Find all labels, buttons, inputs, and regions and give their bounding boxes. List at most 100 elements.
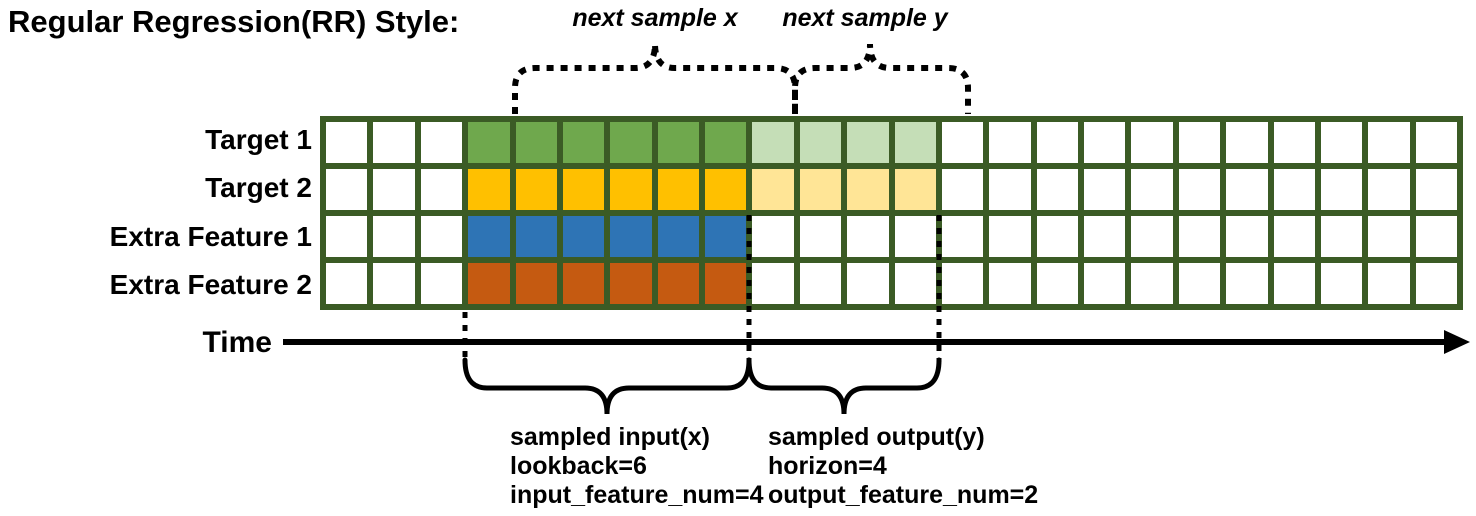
grid-cell [1084, 263, 1126, 304]
grid-cell [1273, 263, 1315, 304]
grid-cell [799, 216, 842, 257]
grid-cell [515, 122, 557, 163]
grid-cell [941, 169, 984, 210]
grid-cell [1273, 169, 1315, 210]
next-sample-x-label: next sample x [572, 4, 738, 32]
grid-cell [1178, 169, 1221, 210]
grid-cell [1178, 216, 1221, 257]
grid-cell [1131, 216, 1173, 257]
grid-cell [752, 169, 794, 210]
grid-cell [989, 169, 1031, 210]
grid-cell [610, 263, 652, 304]
sampled-output-title: sampled output(y) [768, 423, 985, 451]
grid-cell [610, 216, 652, 257]
grid-cell [1084, 169, 1126, 210]
grid-cell [1036, 169, 1078, 210]
time-arrow-head [1444, 330, 1470, 354]
grid-cell [1226, 263, 1268, 304]
grid-cell [420, 122, 463, 163]
grid-cell [894, 122, 936, 163]
grid-cell [657, 169, 699, 210]
grid-cell [847, 122, 889, 163]
grid-cell [326, 263, 368, 304]
grid-cell [373, 263, 415, 304]
grid-cell [562, 216, 605, 257]
grid-cell [468, 169, 510, 210]
grid-cell [373, 216, 415, 257]
grid-cell [799, 122, 842, 163]
grid-cell [989, 263, 1031, 304]
grid-cell [420, 216, 463, 257]
grid-cell [1036, 263, 1078, 304]
grid-cell [1368, 216, 1410, 257]
grid-cell [562, 169, 605, 210]
grid-cell [847, 169, 889, 210]
sampled-input-annotation: sampled input(x) lookback=6 input_featur… [510, 423, 764, 510]
grid-cell [847, 216, 889, 257]
grid-cell [468, 216, 510, 257]
grid-cell [1368, 263, 1410, 304]
next-sample-y-brace [792, 43, 971, 114]
grid-cell [752, 216, 794, 257]
input-feature-num-value: input_feature_num=4 [510, 481, 764, 509]
grid-cell [1320, 216, 1363, 257]
grid-cell [847, 263, 889, 304]
grid-cell [1036, 122, 1078, 163]
grid-cell [1226, 216, 1268, 257]
sampled-output-annotation: sampled output(y) horizon=4 output_featu… [768, 423, 1038, 510]
output-underbrace [746, 357, 942, 415]
next-sample-y-label: next sample y [782, 4, 948, 32]
lookback-value: lookback=6 [510, 452, 647, 480]
grid-cell [1320, 263, 1363, 304]
next-sample-x-brace [512, 43, 798, 114]
row-label-target-2: Target 2 [205, 172, 312, 203]
grid-cell [1368, 122, 1410, 163]
grid-cell [515, 263, 557, 304]
output-feature-num-value: output_feature_num=2 [768, 481, 1039, 509]
grid-cell [941, 122, 984, 163]
grid-cell [562, 263, 605, 304]
grid-cell [1320, 122, 1363, 163]
grid-cell [657, 263, 699, 304]
grid-cell [894, 216, 936, 257]
sampled-input-title: sampled input(x) [510, 423, 711, 451]
grid-cell [705, 169, 747, 210]
grid-cell [1131, 122, 1173, 163]
grid-cell [562, 122, 605, 163]
grid-cell [1226, 169, 1268, 210]
grid-cell [1320, 169, 1363, 210]
grid-cell [515, 216, 557, 257]
grid-cell [752, 263, 794, 304]
grid-cell [894, 169, 936, 210]
grid-cell [1415, 169, 1457, 210]
grid-cell [1131, 263, 1173, 304]
input-underbrace [462, 357, 752, 415]
grid-cell [799, 263, 842, 304]
grid-cell [1131, 169, 1173, 210]
grid-cell [420, 263, 463, 304]
grid-cell [1273, 216, 1315, 257]
grid-cell [610, 169, 652, 210]
grid-cell [1273, 122, 1315, 163]
grid-cell [941, 216, 984, 257]
grid-cell [1084, 216, 1126, 257]
grid-cell [1178, 122, 1221, 163]
time-axis-label: Time [202, 326, 272, 359]
grid-cell [468, 122, 510, 163]
grid-cell [705, 122, 747, 163]
grid-cell [1036, 216, 1078, 257]
diagram-title: Regular Regression(RR) Style: [8, 4, 460, 39]
grid-cell [799, 169, 842, 210]
grid-cell [373, 169, 415, 210]
grid-cell [657, 122, 699, 163]
grid-cell [515, 169, 557, 210]
row-label-extra-feature-1: Extra Feature 1 [109, 221, 312, 252]
grid-cell [1084, 122, 1126, 163]
grid-cell [468, 263, 510, 304]
grid-cell [326, 216, 368, 257]
row-label-target-1: Target 1 [205, 124, 312, 155]
grid-cell [610, 122, 652, 163]
horizon-value: horizon=4 [768, 452, 887, 480]
grid-cell [1415, 263, 1457, 304]
